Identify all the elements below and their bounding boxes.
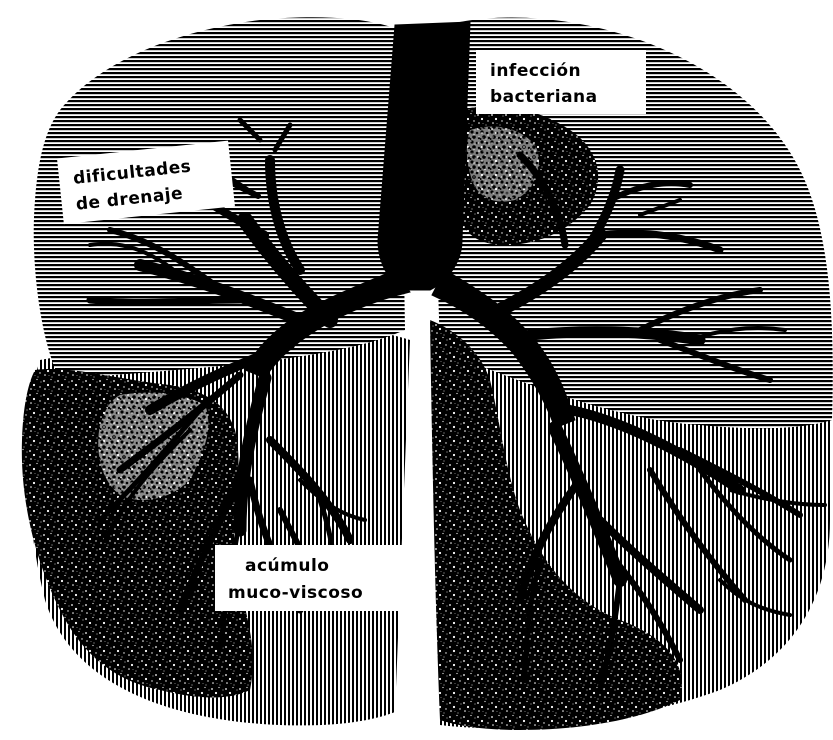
callout-mucus-buildup: acúmulo muco-viscoso xyxy=(215,545,407,611)
callout-line: infección xyxy=(490,61,581,81)
callout-bacterial-infection: infección bacteriana xyxy=(476,50,646,114)
callout-line: acúmulo xyxy=(245,556,329,576)
trachea xyxy=(378,22,470,290)
callout-line: bacteriana xyxy=(490,87,598,107)
svg-text:bacteriana: bacteriana xyxy=(490,87,598,107)
svg-text:muco-viscoso: muco-viscoso xyxy=(228,583,363,603)
svg-text:acúmulo: acúmulo xyxy=(245,556,329,576)
svg-text:infección: infección xyxy=(490,61,581,81)
callout-line: muco-viscoso xyxy=(228,583,363,603)
